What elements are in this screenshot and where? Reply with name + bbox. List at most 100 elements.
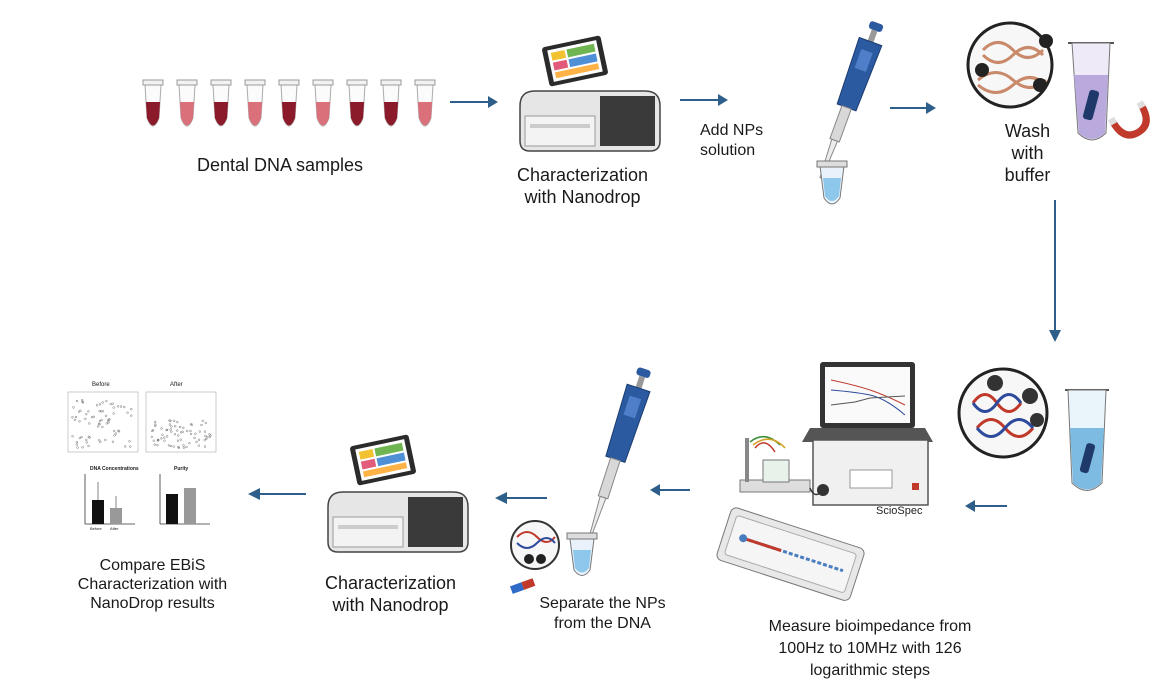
bar-conc-title: DNA Concentrations	[90, 466, 139, 472]
scatter-point	[179, 438, 182, 441]
scatter-point	[154, 420, 157, 424]
scatter-point	[75, 443, 79, 446]
scatter-point	[160, 427, 163, 430]
scatter-point	[189, 429, 192, 433]
bar-charts	[84, 474, 210, 525]
scatter-point	[98, 410, 101, 413]
label-dental-dna-samples: Dental DNA samples	[196, 155, 364, 175]
scatter-point	[182, 426, 185, 429]
scatter-point	[114, 432, 117, 435]
scatter-point	[85, 438, 88, 441]
scatter-point	[101, 401, 104, 404]
scatter-point	[198, 430, 201, 433]
scatter-point	[205, 436, 209, 439]
scatter-point	[98, 422, 101, 425]
bar-purity-title: Purity	[174, 466, 189, 472]
nanodrop-device-icon	[519, 35, 661, 152]
scatter-point	[204, 421, 207, 425]
scatter-point	[204, 434, 207, 438]
scatter-point	[176, 439, 180, 442]
sample-tube	[278, 79, 300, 127]
sample-tube	[210, 79, 232, 127]
scatter-point	[151, 429, 154, 432]
scatter-point	[169, 428, 172, 431]
scatter-point	[168, 419, 171, 422]
arrow-left-2	[650, 484, 690, 496]
scatter-point	[100, 418, 103, 422]
arrow-right-1	[450, 96, 498, 108]
scatter-point	[129, 445, 132, 448]
scatter-point	[130, 407, 133, 411]
scatter-plots	[67, 391, 217, 453]
scatter-point	[177, 446, 181, 449]
scatter-point	[169, 444, 173, 448]
scatter-point	[195, 440, 198, 444]
scatter-point	[161, 433, 164, 436]
scatter-point	[193, 436, 196, 439]
scatter-point	[71, 416, 74, 419]
scatter-point	[189, 432, 193, 436]
scatter-point	[104, 414, 108, 417]
scatter-point	[107, 421, 110, 424]
scatter-point	[117, 429, 120, 432]
bioimpedance-setup-icon	[716, 362, 933, 601]
scatter-point	[153, 443, 156, 446]
scatter-point	[188, 442, 191, 445]
scatter-point	[170, 430, 173, 433]
scatter-point	[154, 424, 157, 427]
scatter-point	[85, 441, 88, 444]
scatter-point	[75, 399, 79, 403]
arrow-right-3	[890, 102, 936, 114]
arrow-left-3	[495, 492, 547, 504]
scatter-point	[182, 446, 185, 449]
scatter-point	[150, 435, 153, 438]
scatter-point	[208, 433, 211, 436]
sample-tubes	[142, 79, 436, 127]
scatter-point	[189, 423, 192, 426]
sample-tube	[346, 79, 368, 127]
scatter-point	[81, 446, 84, 449]
scatter-point	[84, 417, 87, 420]
scatter-point	[173, 433, 177, 436]
scatter-point	[186, 429, 189, 433]
scatter-point	[90, 416, 94, 419]
scatter-point	[205, 437, 208, 441]
scatter-point	[170, 425, 173, 428]
scatter-point	[190, 423, 194, 426]
scatter-point	[95, 404, 99, 407]
sample-tube	[380, 79, 402, 127]
scatter-point	[111, 440, 115, 443]
scatter-point	[98, 439, 101, 442]
scatter-point	[105, 400, 108, 403]
scatter-point	[119, 405, 123, 408]
dna-nps-tube-icon	[957, 367, 1109, 491]
scatter-point	[104, 438, 107, 441]
scatter-point	[78, 420, 81, 423]
scatter-point	[176, 421, 179, 424]
scatter-before-title: Before	[92, 382, 110, 388]
scatter-point	[80, 435, 83, 439]
scatter-point	[180, 431, 183, 434]
scatter-point	[197, 438, 201, 441]
results-panel: Before After DNA Concentrations Purity B…	[60, 382, 220, 542]
scatter-point	[177, 434, 180, 437]
scatter-point	[81, 398, 84, 402]
sample-tube	[142, 79, 164, 127]
scatter-point	[85, 413, 88, 416]
scatter-point	[101, 425, 104, 429]
scatter-point	[109, 403, 112, 406]
scatter-point	[116, 405, 120, 408]
scatter-point	[203, 430, 207, 433]
scatter-point	[107, 420, 110, 423]
scatter-point	[87, 444, 90, 448]
scatter-point	[113, 429, 116, 433]
scatter-point	[98, 403, 102, 406]
scatter-point	[96, 425, 100, 428]
scatter-point	[87, 435, 90, 438]
scatter-point	[152, 439, 155, 442]
scatter-point	[92, 415, 95, 418]
